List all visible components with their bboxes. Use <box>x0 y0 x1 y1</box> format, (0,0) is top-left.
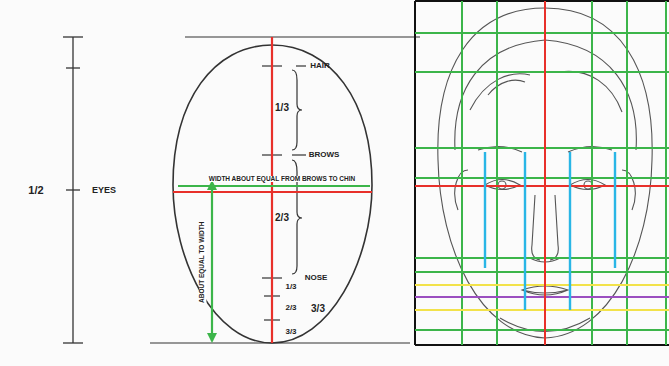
sketch-stroke <box>415 271 669 273</box>
sketch-stroke <box>415 32 669 34</box>
sketch-stroke <box>296 65 306 66</box>
sketch-stroke <box>211 184 213 341</box>
sketch-stroke <box>415 0 669 2</box>
sketch-stroke <box>524 152 526 310</box>
sketch-stroke <box>461 1 463 345</box>
sketch-stroke <box>292 154 306 155</box>
sketch-stroke <box>173 191 372 193</box>
sketch-stroke <box>415 296 669 298</box>
proportion-fraction: 3/3 <box>311 304 325 314</box>
head-outline <box>150 37 420 343</box>
sketch-stroke <box>292 70 302 150</box>
sketch-stroke <box>178 185 370 187</box>
proportion-fraction: 1/3 <box>285 283 296 291</box>
sketch-stroke <box>271 37 273 343</box>
sketch-stroke <box>614 152 616 268</box>
part-label: NOSE <box>305 274 328 282</box>
half-measure <box>63 37 83 343</box>
sketch-stroke <box>496 1 498 345</box>
proportion-fraction: 1/3 <box>275 103 289 113</box>
measure-note: ABOUT EQUAL TO WIDTH <box>200 220 207 303</box>
measure-label: EYES <box>92 186 116 195</box>
sketch-stroke <box>415 71 669 73</box>
sketch-stroke <box>415 177 669 179</box>
sketch-stroke <box>63 342 83 343</box>
sketch-stroke <box>66 189 80 190</box>
sketch-stroke <box>665 1 667 345</box>
sketch-stroke <box>415 329 669 331</box>
sketch-stroke <box>415 344 669 346</box>
sketch-stroke <box>569 152 571 310</box>
sketch-stroke <box>414 1 416 345</box>
sketch-stroke <box>207 333 217 343</box>
sketch-stroke <box>415 1 669 345</box>
sketch-stroke <box>185 36 420 37</box>
sketch-stroke <box>66 67 80 68</box>
sketch-stroke <box>415 284 669 286</box>
sketch-stroke <box>415 147 669 149</box>
part-label: HAIR <box>310 62 330 70</box>
sketch-stroke <box>63 36 83 37</box>
proportion-fraction: 3/3 <box>285 328 296 336</box>
sketch-stroke <box>544 1 546 345</box>
proportion-fraction: 2/3 <box>285 304 296 312</box>
sketch-stroke <box>415 309 669 311</box>
sketch-stroke <box>591 1 593 345</box>
measure-fraction: 1/2 <box>28 185 43 196</box>
sketch-stroke <box>484 152 486 268</box>
sketch-stroke <box>485 152 615 310</box>
guide-lines <box>173 37 372 343</box>
sketch-stroke <box>415 185 669 187</box>
part-label: BROWS <box>309 151 340 159</box>
sketch-stroke <box>415 257 669 259</box>
sketch-stroke <box>626 1 628 345</box>
measure-note: WIDTH ABOUT EQUAL FROM BROWS TO CHIN <box>208 176 356 183</box>
proportion-fraction: 2/3 <box>275 213 289 223</box>
grid-overlay <box>415 1 669 345</box>
